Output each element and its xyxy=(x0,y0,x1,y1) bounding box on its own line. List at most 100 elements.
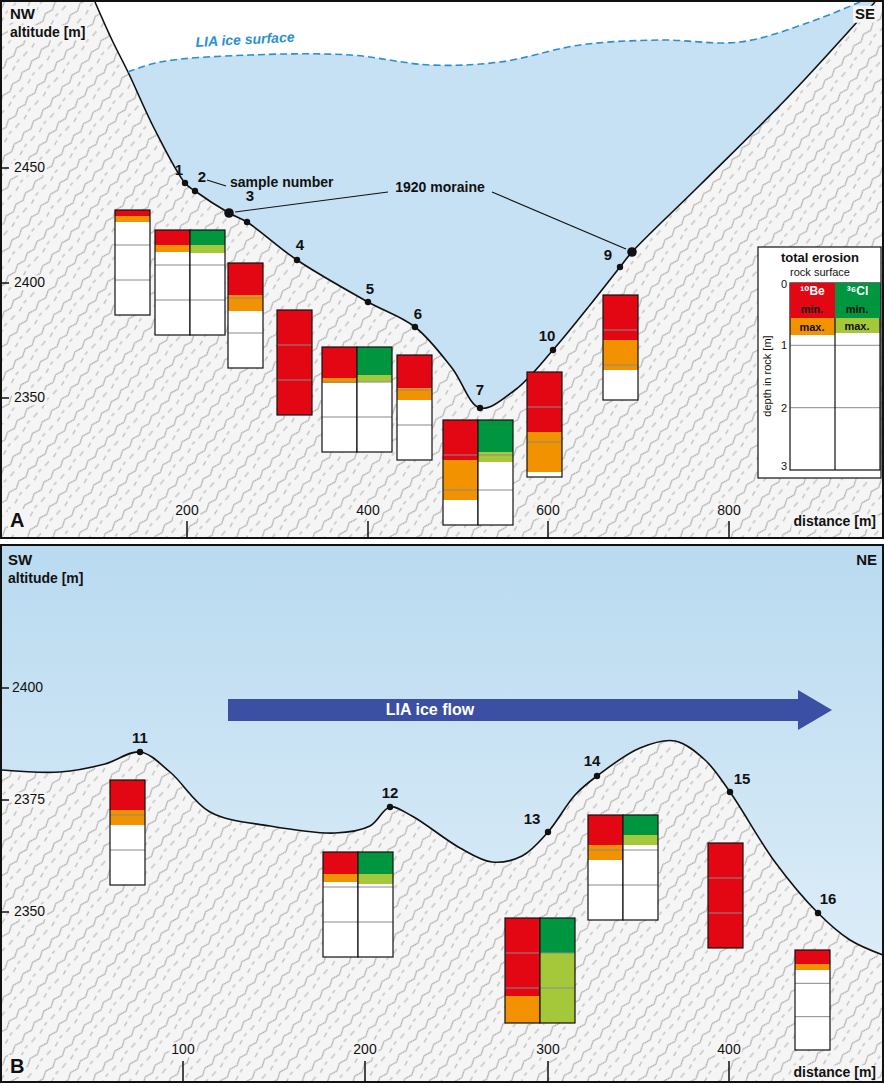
sample-number: 10 xyxy=(539,328,556,345)
altitude-tick-mark xyxy=(2,799,9,801)
sample-number: 6 xyxy=(414,306,422,323)
axis-title: depth in rock [m] xyxy=(761,335,773,416)
legend-text: max. xyxy=(799,321,824,333)
sample-point xyxy=(477,405,483,411)
legend-text: min. xyxy=(846,303,869,315)
ice-surface-line xyxy=(128,2,860,72)
flow-label: LIA ice flow xyxy=(386,701,474,719)
sample-number: 1 xyxy=(175,162,183,179)
sample-point xyxy=(294,257,300,263)
erosion-bar xyxy=(323,852,393,957)
altitude-tick: 2400 xyxy=(12,680,43,695)
distance-tick: 200 xyxy=(173,503,200,518)
erosion-bar xyxy=(527,372,562,477)
bedrock xyxy=(2,740,883,1082)
axis-title: altitude [m] xyxy=(8,25,87,40)
sample-point xyxy=(192,188,198,194)
erosion-bar xyxy=(397,355,432,460)
moraine-point xyxy=(224,208,234,218)
axis-title: altitude [m] xyxy=(8,571,83,586)
bedrock-surface xyxy=(2,740,883,955)
sample-number: 11 xyxy=(132,730,148,747)
depth-tick: 1 xyxy=(781,339,787,351)
erosion-bar xyxy=(110,780,145,885)
sample-point xyxy=(137,749,143,755)
sample-number: 7 xyxy=(476,382,484,399)
ice-flow-arrow xyxy=(228,699,800,721)
sample-point xyxy=(550,347,556,353)
sample-point xyxy=(387,804,393,810)
legend-text: min. xyxy=(801,303,824,315)
erosion-bar xyxy=(505,918,575,1023)
erosion-bar xyxy=(228,263,263,368)
axis-title: distance [m] xyxy=(792,1065,878,1080)
distance-tick-mark xyxy=(182,1061,184,1081)
altitude-tick-mark xyxy=(2,397,9,399)
distance-tick: 800 xyxy=(715,503,742,518)
depth-tick: 3 xyxy=(781,460,787,472)
distance-tick: 600 xyxy=(534,503,561,518)
altitude-tick: 2450 xyxy=(12,160,47,175)
erosion-bar xyxy=(795,950,830,1050)
sample-number: 3 xyxy=(246,188,254,205)
distance-tick-mark xyxy=(728,1061,730,1081)
sample-number: 4 xyxy=(296,237,304,254)
compass-label: NE xyxy=(856,552,877,569)
depth-tick: 0 xyxy=(781,278,787,290)
sample-number: 13 xyxy=(524,811,541,828)
altitude-tick-mark xyxy=(2,911,9,913)
erosion-bar xyxy=(588,815,658,920)
distance-tick-mark xyxy=(547,521,549,537)
altitude-tick-mark xyxy=(2,167,9,169)
erosion-bar xyxy=(603,295,638,400)
ice-flow-arrowhead xyxy=(798,690,832,730)
sample-point xyxy=(815,910,821,916)
distance-tick: 300 xyxy=(534,1042,561,1057)
distance-tick-mark xyxy=(728,521,730,537)
altitude-tick: 2375 xyxy=(12,792,47,807)
compass-label: NW xyxy=(8,6,37,23)
leader-line xyxy=(492,192,626,249)
sample-number: 15 xyxy=(734,771,751,788)
altitude-tick-mark xyxy=(2,282,9,284)
sample-point xyxy=(182,180,188,186)
sample-point xyxy=(617,264,623,270)
panel-letter: A xyxy=(8,509,26,531)
sample-number: 14 xyxy=(584,753,601,770)
ice-body xyxy=(1,545,883,1082)
distance-tick: 200 xyxy=(351,1042,378,1057)
erosion-bar xyxy=(322,347,392,452)
distance-tick-mark xyxy=(186,521,188,537)
erosion-bar xyxy=(708,843,743,948)
distance-tick: 100 xyxy=(169,1042,196,1057)
distance-tick: 400 xyxy=(354,503,381,518)
sample-point xyxy=(244,219,250,225)
erosion-bar xyxy=(155,230,225,335)
altitude-tick: 2400 xyxy=(12,275,47,290)
legend-inset xyxy=(758,247,881,478)
erosion-bar xyxy=(115,210,150,315)
callout-label: sample number xyxy=(230,175,333,190)
legend-text: ¹⁰Be xyxy=(790,283,835,298)
distance-tick-mark xyxy=(547,1061,549,1081)
distance-tick-mark xyxy=(364,1061,366,1081)
panel-frame xyxy=(1,545,883,1082)
sample-point xyxy=(412,324,418,330)
erosion-bar xyxy=(443,420,513,525)
sample-point xyxy=(727,789,733,795)
panel-letter: B xyxy=(8,1055,26,1077)
sample-number: 9 xyxy=(604,247,612,264)
altitude-tick: 2350 xyxy=(12,390,47,405)
axis-title: distance [m] xyxy=(792,514,878,529)
compass-label: SE xyxy=(853,6,877,23)
altitude-tick-mark xyxy=(2,687,9,689)
sample-point xyxy=(594,773,600,779)
bedrock xyxy=(2,2,883,538)
sample-number: 2 xyxy=(198,169,206,186)
distance-tick: 400 xyxy=(715,1042,742,1057)
altitude-tick: 2350 xyxy=(12,904,47,919)
sample-number: 5 xyxy=(366,281,374,298)
legend-text: max. xyxy=(844,320,869,332)
compass-label: SW xyxy=(8,552,32,569)
